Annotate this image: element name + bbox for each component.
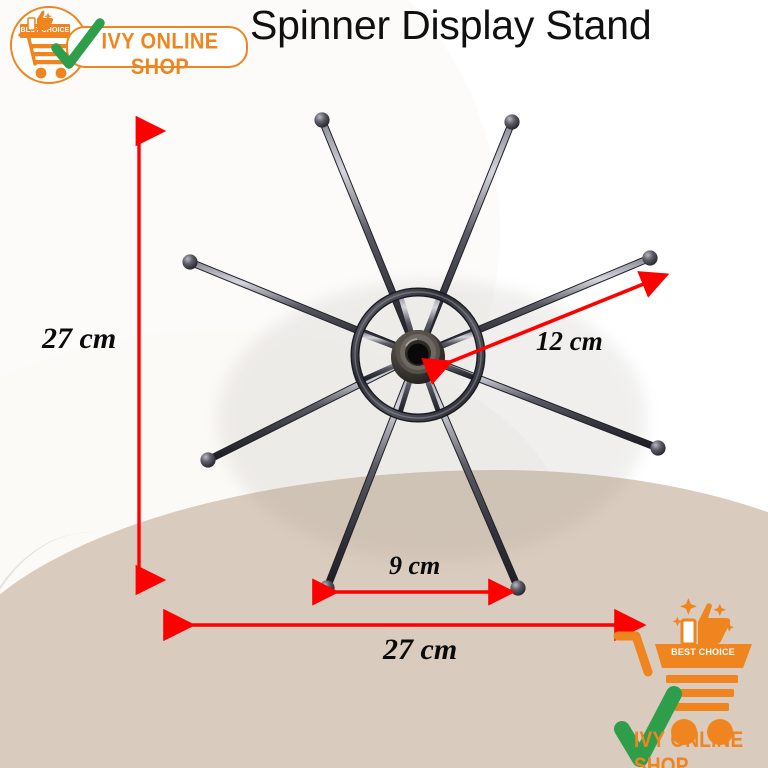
green-check-icon — [614, 686, 682, 767]
page-title: Spinner Display Stand — [250, 2, 652, 48]
spinner-arm — [314, 112, 422, 359]
spinner-arm — [414, 351, 526, 596]
watermark-best-choice-label: BEST CHOICE — [671, 647, 735, 657]
green-check-icon — [51, 18, 105, 69]
thumbs-up-icon — [27, 10, 54, 31]
dimension-label-leg-span: 9 cm — [389, 551, 441, 580]
brand-watermark-bottom-right: BEST CHOICE IVY ONLINE SHOP — [600, 596, 768, 768]
dimension-label-radius: 12 cm — [536, 326, 603, 356]
dimension-label-height: 27 cm — [42, 322, 117, 355]
brand-logo-top-left: BEST CHOICE IVY ONLINE SHOP — [4, 2, 254, 84]
dimension-arrow-radius — [421, 271, 670, 385]
brand-name-label: IVY ONLINE SHOP — [101, 29, 219, 80]
best-choice-label: BEST CHOICE — [20, 27, 70, 34]
watermark-shop-name: IVY ONLINE SHOP — [634, 728, 744, 768]
dimension-label-width: 27 cm — [383, 633, 458, 666]
shopping-cart-icon — [613, 598, 752, 767]
